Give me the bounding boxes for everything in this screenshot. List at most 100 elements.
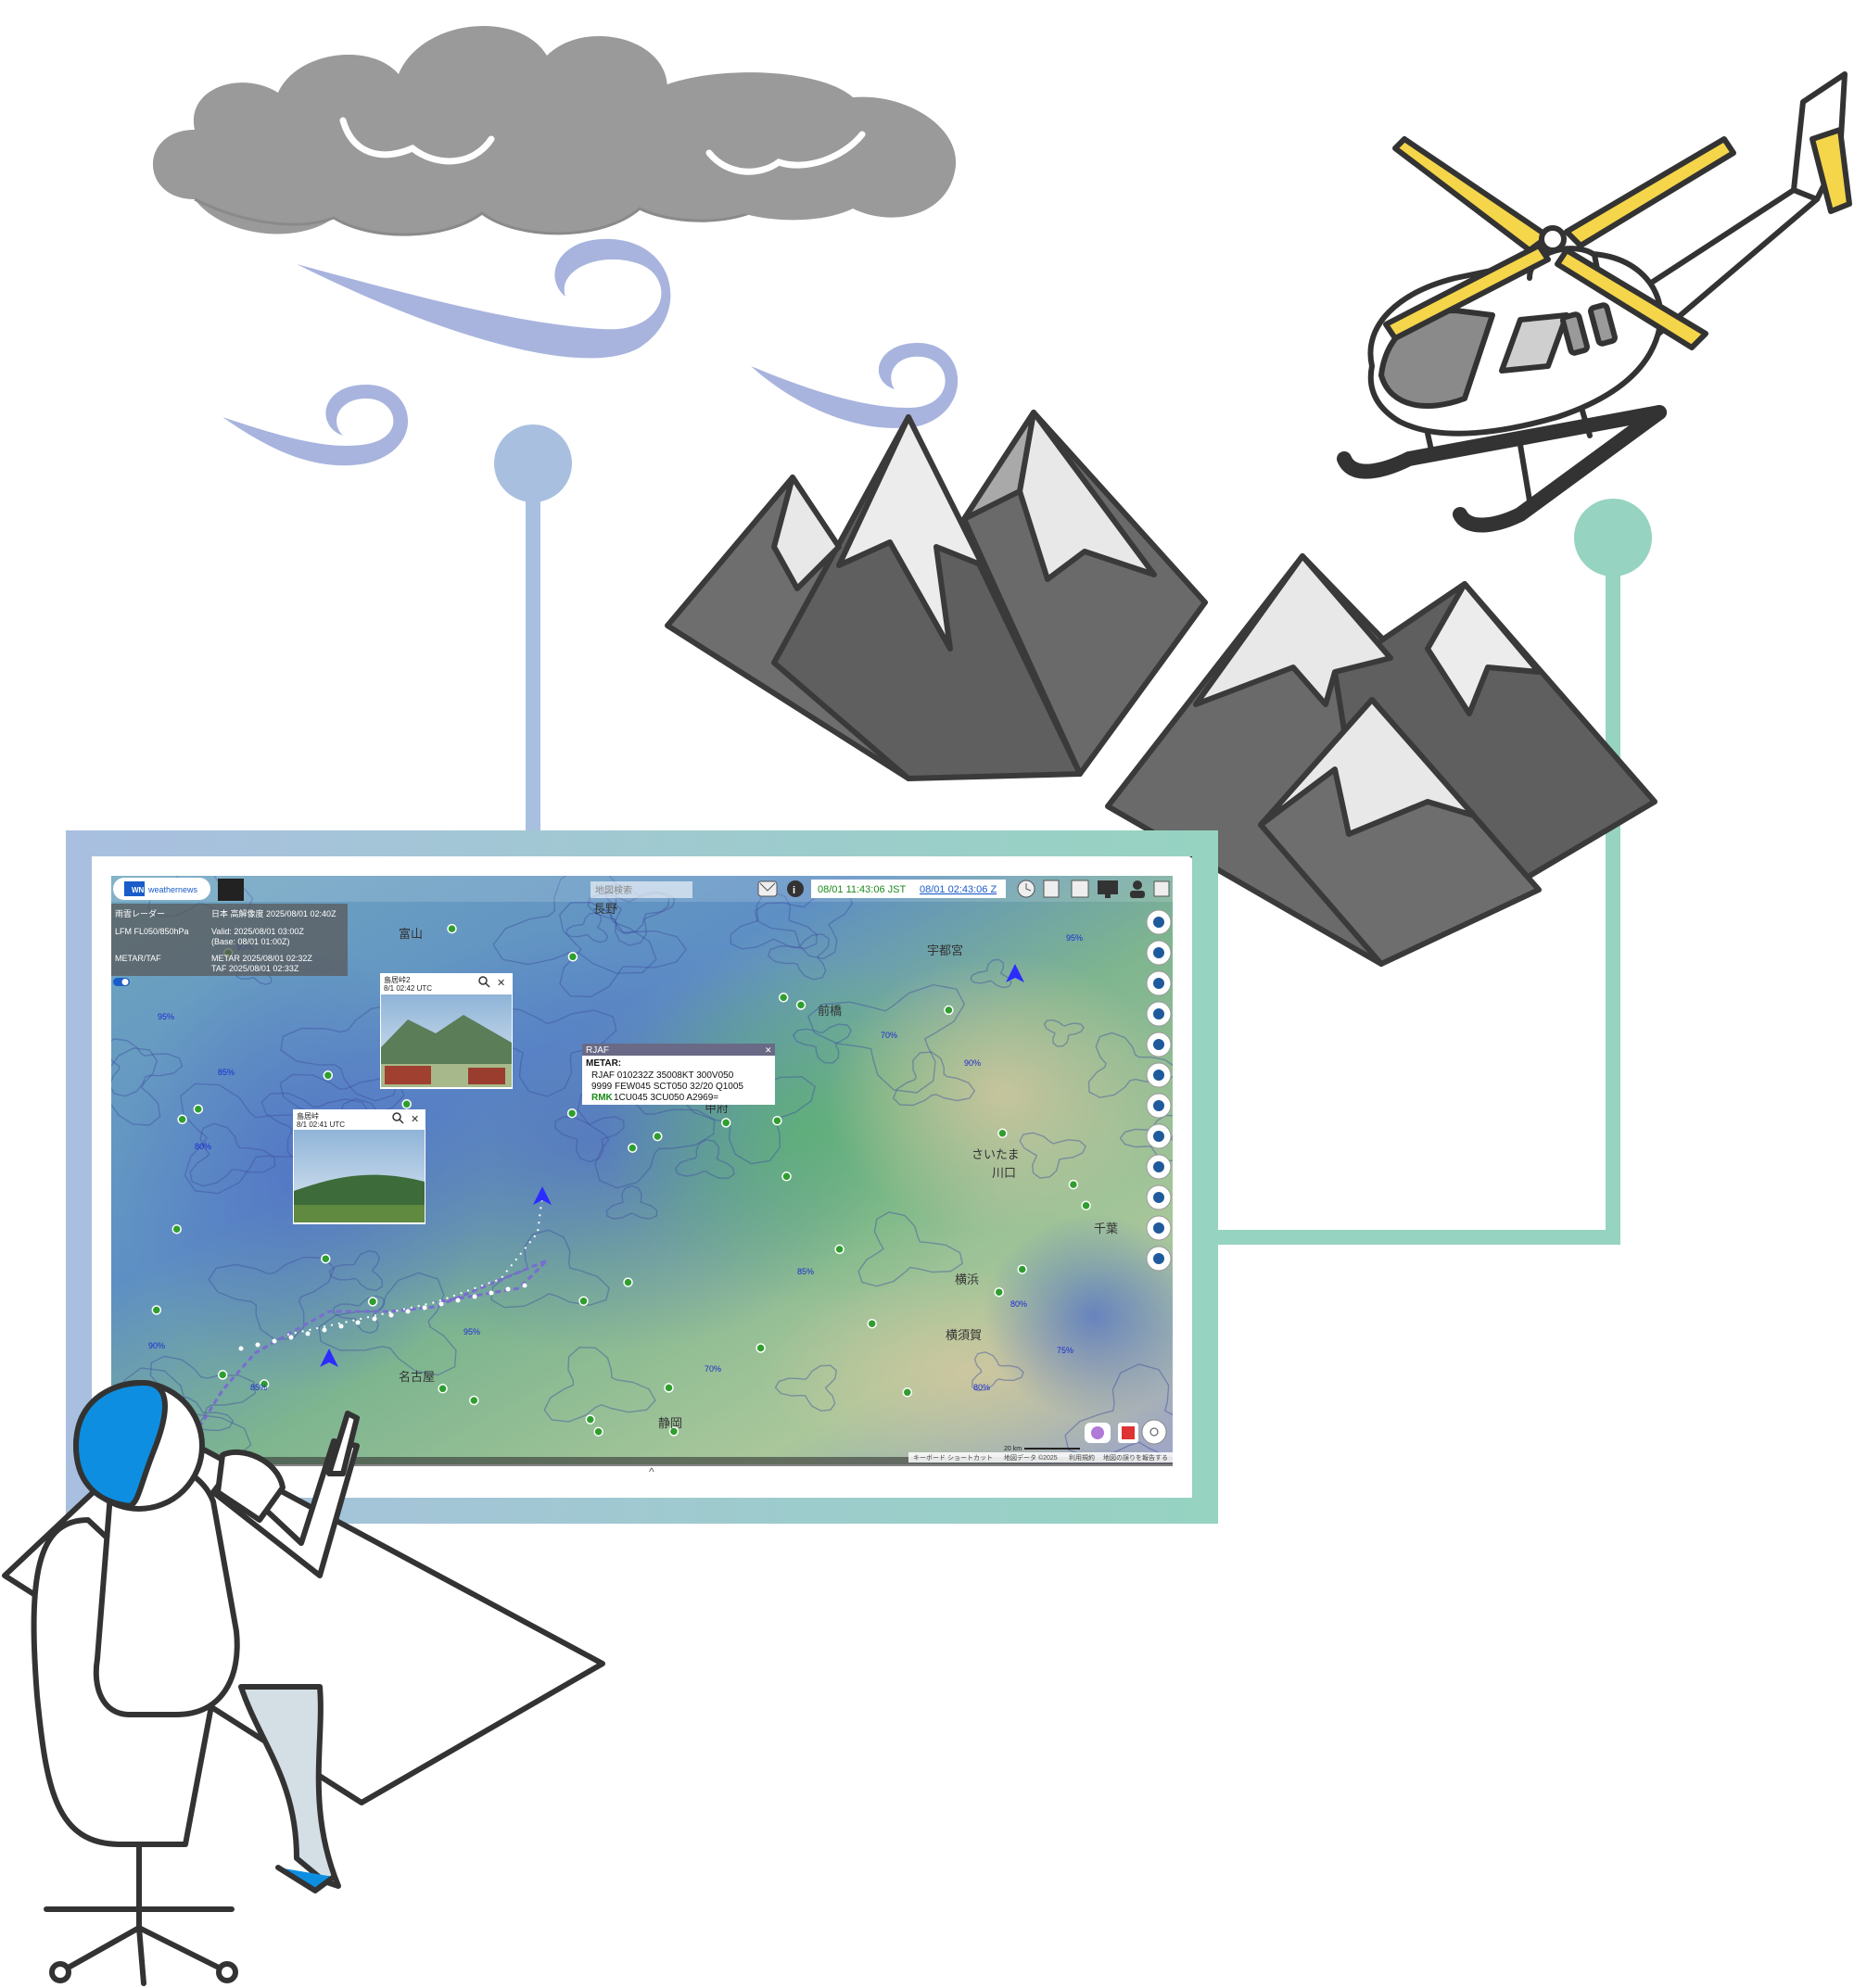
station-marker[interactable] <box>997 1128 1008 1139</box>
station-marker[interactable] <box>401 1099 412 1109</box>
monitor-icon[interactable] <box>1098 880 1118 898</box>
database-icon[interactable] <box>1146 1093 1172 1119</box>
station-marker[interactable] <box>781 1171 792 1182</box>
expand-chevron-icon[interactable]: ^ <box>649 1465 654 1478</box>
track-point <box>355 1320 361 1325</box>
aircraft-icon[interactable] <box>533 1186 552 1205</box>
aircraft-icon-3[interactable] <box>320 1349 338 1367</box>
station-marker[interactable] <box>447 923 457 934</box>
station-marker[interactable] <box>567 952 578 962</box>
info-icon[interactable]: i <box>787 880 804 897</box>
zoom-icon[interactable] <box>478 976 490 988</box>
track-point <box>305 1331 311 1336</box>
station-marker[interactable] <box>323 1070 334 1081</box>
station-marker[interactable] <box>177 1114 187 1125</box>
terms-link[interactable]: 利用規約 <box>1069 1453 1095 1462</box>
station-marker[interactable] <box>217 1370 228 1380</box>
station-marker[interactable] <box>944 1005 954 1016</box>
contour-line <box>189 1122 276 1187</box>
search-placeholder: 地図検索 <box>595 884 632 896</box>
station-marker[interactable] <box>867 1318 877 1329</box>
contour-line <box>1043 1019 1085 1047</box>
rain-drop-icon[interactable] <box>1146 970 1172 996</box>
station-marker[interactable] <box>664 1383 674 1393</box>
chat-icon[interactable] <box>1085 1423 1111 1443</box>
metar-close-icon[interactable]: ✕ <box>765 1045 772 1055</box>
station-marker[interactable] <box>1068 1179 1079 1190</box>
alert-icon[interactable] <box>1146 1184 1172 1210</box>
station-marker[interactable] <box>994 1286 1004 1298</box>
pin-icon[interactable] <box>1146 1246 1172 1272</box>
cloud-icon[interactable] <box>1146 1001 1172 1027</box>
mountains-center <box>665 410 1208 781</box>
camera-title: 島居峠2 <box>384 975 411 984</box>
station-marker[interactable] <box>756 1343 766 1353</box>
search-input[interactable] <box>590 881 692 898</box>
close-icon-2[interactable]: ✕ <box>411 1114 419 1125</box>
station-marker[interactable] <box>469 1395 479 1406</box>
station-marker[interactable] <box>321 1253 331 1264</box>
logout-icon[interactable] <box>1153 880 1170 897</box>
layer-info2-2: TAF 2025/08/01 02:33Z <box>211 964 299 973</box>
report-pdf-icon[interactable] <box>1118 1423 1138 1443</box>
station-marker[interactable] <box>367 1297 378 1307</box>
station-marker[interactable] <box>578 1296 589 1307</box>
station-marker[interactable] <box>259 1379 270 1389</box>
binoculars-icon[interactable] <box>1146 1062 1172 1088</box>
typhoon-icon[interactable] <box>1146 1123 1172 1149</box>
station-marker[interactable] <box>171 1223 182 1235</box>
station-marker[interactable] <box>668 1426 679 1437</box>
layer-thumbnail[interactable] <box>218 879 244 901</box>
track-point <box>522 1283 527 1288</box>
camera-popup[interactable]: 島居峠2 8/1 02:42 UTC ✕ <box>380 973 513 1089</box>
satellite-icon[interactable] <box>1146 1215 1172 1241</box>
station-marker[interactable] <box>593 1426 603 1437</box>
report-link[interactable]: 地図の誤りを報告する <box>1103 1453 1168 1462</box>
station-marker[interactable] <box>151 1305 162 1315</box>
contour-line <box>543 1346 656 1423</box>
mapdata-text: 地図データ ©2025 <box>1004 1453 1058 1462</box>
station-marker[interactable] <box>438 1384 448 1394</box>
map-place-label: さいたま <box>971 1147 1020 1161</box>
document-icon[interactable] <box>1043 880 1060 898</box>
metar-popup[interactable]: RJAF ✕ METAR: RJAF 010232Z 35008KT 300V0… <box>582 1044 775 1105</box>
station-marker[interactable] <box>193 1104 204 1114</box>
station-marker[interactable] <box>720 1118 731 1128</box>
zoom-icon-2[interactable] <box>392 1112 404 1124</box>
keyboard-shortcuts-link[interactable]: キーボード ショートカット <box>913 1454 993 1462</box>
layer-name-0[interactable]: 雨雲レーダー <box>115 908 165 918</box>
weather-map[interactable]: 長野富山前橋さいたま千葉横浜静岡名古屋川口横須賀宇都宮甲府90%95%85%80… <box>57 848 1210 1477</box>
station-marker[interactable] <box>628 1143 638 1153</box>
humidity-label: 75% <box>1057 1346 1073 1355</box>
monitor-frame <box>66 830 1218 1524</box>
mail-icon[interactable] <box>757 880 778 897</box>
station-marker[interactable] <box>902 1387 913 1398</box>
layer-name-2[interactable]: METAR/TAF <box>115 954 161 963</box>
station-marker[interactable] <box>778 993 789 1003</box>
station-marker[interactable] <box>795 1000 806 1010</box>
brand-logo[interactable]: WN weathernews <box>113 878 210 900</box>
camera-tool-icon[interactable] <box>1146 940 1172 966</box>
station-marker[interactable] <box>834 1244 844 1255</box>
station-marker[interactable] <box>653 1131 663 1142</box>
radar-tool-icon[interactable] <box>1146 909 1172 935</box>
history-icon[interactable] <box>1017 880 1035 898</box>
station-marker[interactable] <box>1081 1200 1091 1211</box>
camera-popup-2[interactable]: 島居峠 8/1 02:41 UTC ✕ <box>293 1109 425 1224</box>
track-point <box>322 1327 327 1333</box>
book-icon[interactable] <box>1071 880 1089 898</box>
station-marker[interactable] <box>1017 1264 1027 1274</box>
user-icon[interactable] <box>1130 880 1145 898</box>
contour-line <box>577 1087 716 1189</box>
station-marker[interactable] <box>566 1108 578 1119</box>
recenter-button[interactable] <box>1141 1419 1167 1445</box>
close-icon[interactable]: ✕ <box>497 978 505 989</box>
station-marker[interactable] <box>623 1277 633 1287</box>
aircraft-icon-2[interactable] <box>1006 964 1024 982</box>
station-marker[interactable] <box>772 1115 782 1126</box>
map-place-label: 千葉 <box>1094 1222 1118 1235</box>
globe-icon[interactable] <box>1146 1032 1172 1057</box>
mountain-icon[interactable] <box>1146 1154 1172 1180</box>
layer-name-1[interactable]: LFM FL050/850hPa <box>115 927 189 936</box>
station-marker[interactable] <box>585 1414 596 1425</box>
